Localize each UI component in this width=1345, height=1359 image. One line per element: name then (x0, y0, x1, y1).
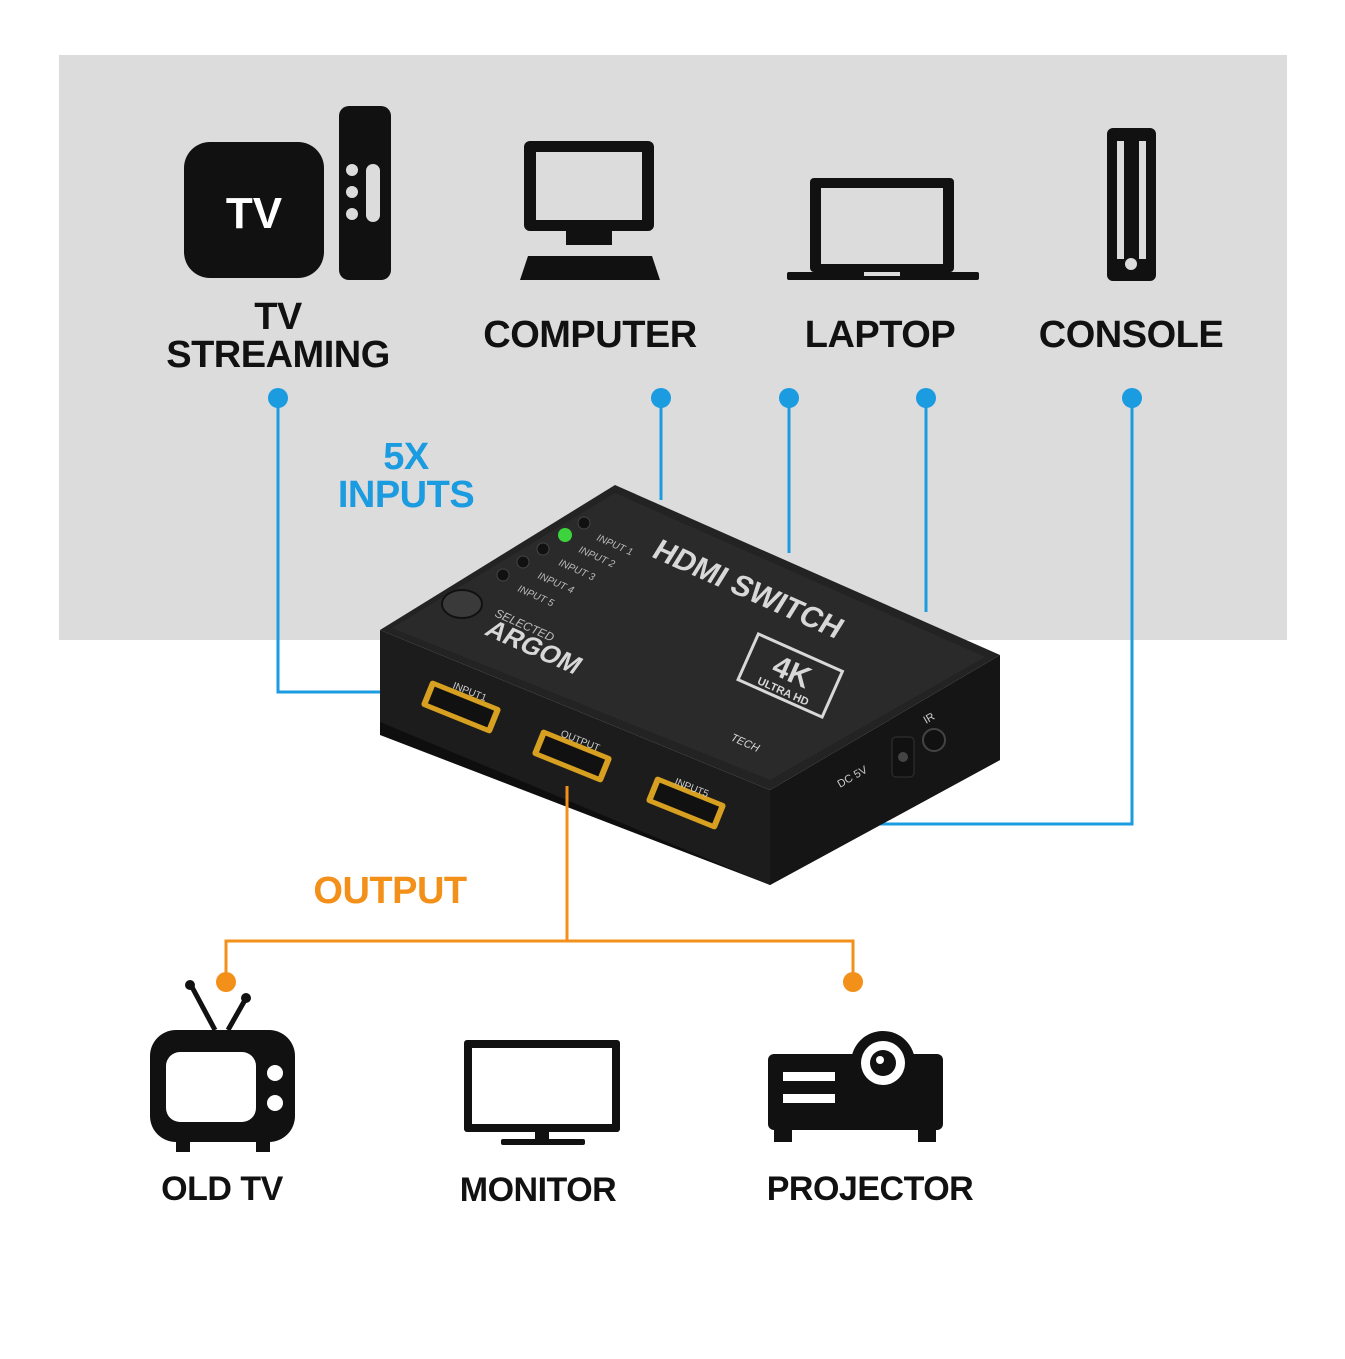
output-connection-lines (224, 786, 855, 982)
computer-icon (520, 141, 660, 280)
projector-icon (768, 1031, 943, 1142)
ir-jack (922, 728, 946, 752)
label-laptop: LAPTOP (804, 314, 956, 356)
input-leds (496, 516, 591, 582)
console-icon (1107, 128, 1156, 281)
select-button (441, 589, 483, 619)
monitor-icon (464, 1040, 620, 1145)
inputs-heading: 5X INPUTS (337, 436, 475, 516)
label-monitor: MONITOR (459, 1171, 617, 1209)
ir-label: IR (922, 711, 938, 727)
line-tv-streaming (276, 398, 420, 694)
hdmi-port (646, 776, 726, 830)
laptop-icon (787, 178, 979, 280)
tv-streaming-icon: TV (184, 106, 391, 280)
label-console: CONSOLE (1038, 314, 1224, 356)
label-projector: PROJECTOR (766, 1170, 974, 1208)
input-connection-dots (268, 388, 1142, 408)
hdmi-switch-device: INPUT 1 INPUT 2 INPUT 3 INPUT 4 INPUT 5 … (380, 485, 1000, 885)
hdmi-port (421, 680, 501, 734)
old-tv-icon (150, 980, 295, 1152)
output-connection-dots (216, 972, 863, 992)
label-tv-streaming: TV STREAMING (166, 296, 390, 376)
hdmi-port (532, 729, 612, 783)
label-old-tv: OLD TV (161, 1170, 283, 1208)
tv-box-text: TV (226, 189, 283, 238)
output-heading: OUTPUT (313, 870, 467, 912)
label-computer: COMPUTER (483, 314, 697, 356)
